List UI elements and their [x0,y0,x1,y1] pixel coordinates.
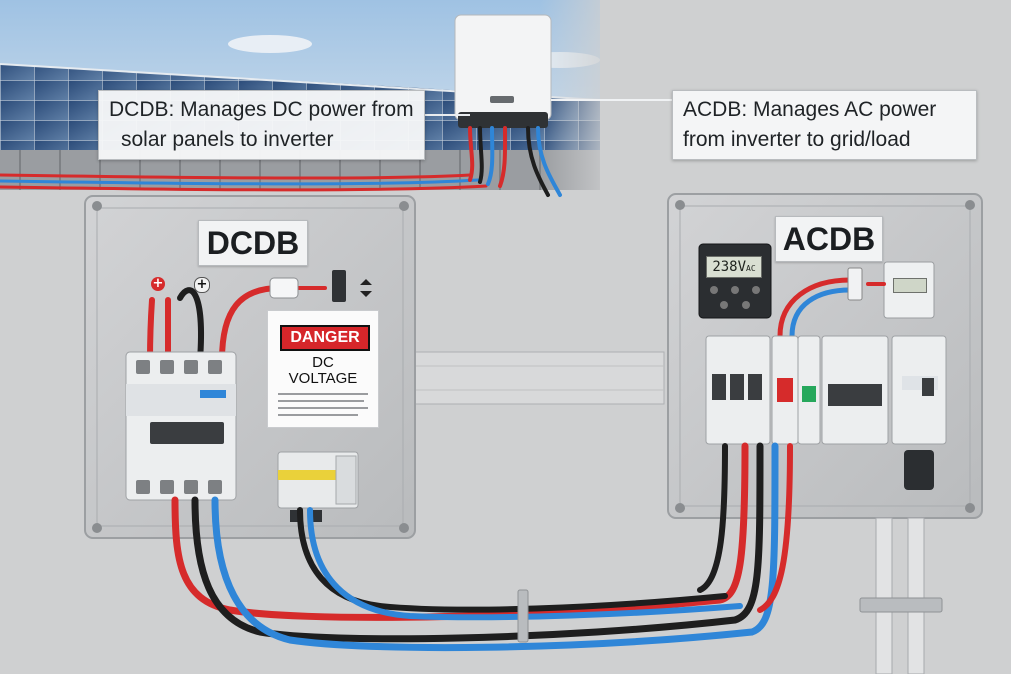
danger-sign: DANGER DC VOLTAGE [267,310,379,428]
dcdb-callout-line2: solar panels to inverter [121,128,334,151]
negative-terminal-icon: + [194,277,210,293]
inverter [454,14,562,197]
acdb-conduits [859,517,943,674]
ac-breaker-row [705,335,947,490]
danger-sign-line2: VOLTAGE [288,370,358,387]
energy-meter-display [893,278,927,293]
positive-terminal-icon: + [151,276,165,291]
voltmeter-display: 238VAC [706,256,762,278]
danger-sign-header: DANGER [280,325,370,351]
dc-surge-protector [277,451,359,522]
roof-dc-cables [0,173,488,192]
dcdb-callout: DCDB: Manages DC power from solar panels… [98,90,425,160]
dcdb-callout-line1: DCDB: Manages DC power from [109,98,414,121]
sign-fine-print [278,393,368,416]
dc-fuse-holder [269,270,372,302]
acdb-callout: ACDB: Manages AC power from inverter to … [672,90,977,160]
conduit [413,351,665,405]
acdb-top-wiring [777,267,886,339]
acdb-label: ACDB [775,216,883,262]
danger-sign-line1: DC [312,354,334,371]
acdb-callout-line1: ACDB: Manages AC power [683,98,937,121]
cable-clamp [517,589,529,643]
acdb-callout-line2: from inverter to grid/load [683,128,911,151]
dc-ac-cable-run [171,442,793,652]
voltmeter-unit: AC [746,264,756,273]
dc-isolator [125,351,237,501]
voltmeter-reading: 238V [712,259,747,275]
dcdb-label: DCDB [198,220,308,266]
